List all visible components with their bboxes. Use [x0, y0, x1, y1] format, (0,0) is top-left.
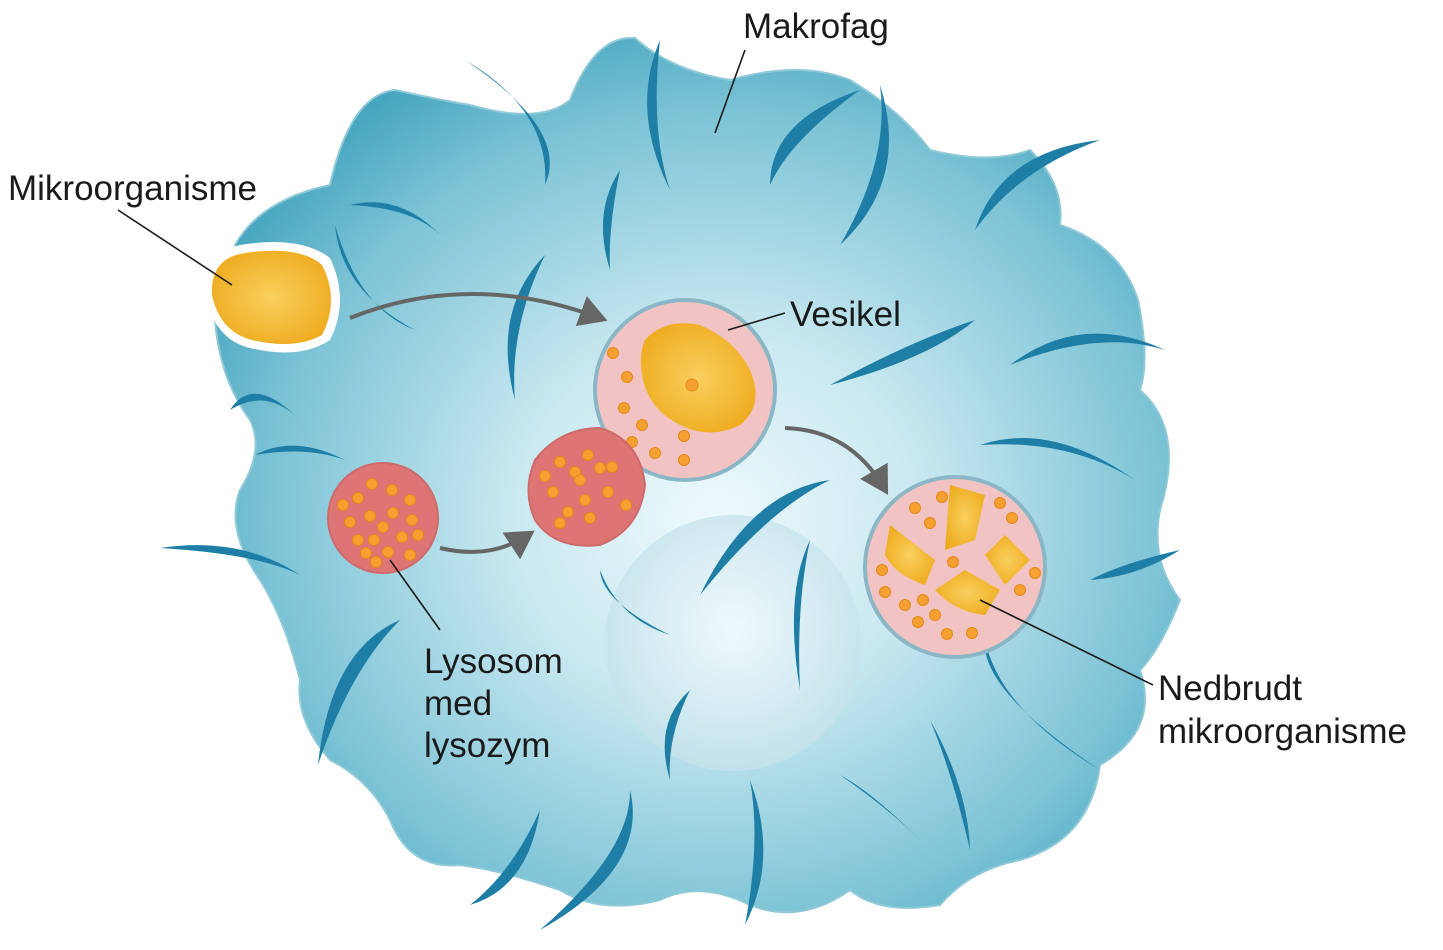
granule	[649, 447, 661, 459]
tendril-icon	[1010, 333, 1165, 365]
granule	[966, 627, 978, 639]
label-lysosome-1: Lysosom	[424, 642, 563, 681]
granule	[406, 514, 418, 526]
pseudopod-tendrils	[160, 40, 1180, 930]
granule	[936, 491, 948, 503]
granule	[924, 517, 936, 529]
granule	[352, 492, 364, 504]
tendril-icon	[830, 320, 975, 385]
arrow-engulf-to-vesicle	[349, 292, 608, 327]
granule	[678, 454, 690, 466]
granule	[606, 461, 618, 473]
label-degraded-2: mikroorganisme	[1158, 712, 1407, 751]
nucleus	[605, 515, 861, 771]
leader-microorganism	[117, 209, 233, 286]
tendril-icon	[540, 790, 633, 930]
granule	[579, 494, 591, 506]
tendril-icon	[840, 85, 889, 245]
granule	[1029, 567, 1041, 579]
label-degraded-1: Nedbrudt	[1158, 669, 1302, 708]
granule	[396, 531, 408, 543]
tendril-icon	[350, 202, 445, 240]
granule	[404, 549, 416, 561]
tendril-icon	[793, 540, 810, 690]
lysosome	[327, 462, 439, 574]
granule	[909, 502, 921, 514]
granule	[582, 449, 594, 461]
tendril-icon	[1090, 550, 1180, 580]
granule	[620, 499, 632, 511]
granule	[360, 547, 372, 559]
granule	[947, 556, 959, 568]
granule	[554, 517, 566, 529]
tendril-icon	[664, 690, 690, 780]
granule	[912, 616, 924, 628]
granule	[678, 430, 690, 442]
label-microorganism: Mikroorganisme	[8, 169, 257, 208]
granule	[539, 470, 551, 482]
granule	[607, 347, 619, 359]
granule	[584, 512, 596, 524]
granule	[1014, 584, 1026, 596]
leader-macrophage	[714, 49, 746, 134]
granule	[941, 628, 953, 640]
label-macrophage: Makrofag	[743, 7, 889, 46]
granule	[377, 521, 389, 533]
lysosome-fusing	[527, 426, 647, 547]
granule	[621, 371, 633, 383]
tendril-icon	[602, 170, 620, 270]
tendril-icon	[647, 40, 670, 190]
granule	[366, 478, 378, 490]
granule	[636, 419, 648, 431]
leader-vesicle	[727, 312, 786, 331]
granule	[994, 497, 1006, 509]
granule	[364, 510, 376, 522]
granule	[387, 507, 399, 519]
arrow-vesicle-to-degraded	[784, 426, 889, 495]
granule	[382, 546, 394, 558]
granule	[594, 462, 606, 474]
granule	[618, 402, 630, 414]
granule	[899, 599, 911, 611]
tendril-icon	[975, 140, 1100, 230]
tendril-icon	[980, 438, 1135, 480]
granule	[412, 529, 424, 541]
granule	[554, 456, 566, 468]
leader-degraded	[979, 599, 1154, 686]
granule	[1006, 512, 1018, 524]
degraded-microorganism	[863, 475, 1047, 659]
granule	[386, 484, 398, 496]
granule	[879, 586, 891, 598]
leader-lysosome	[389, 559, 441, 631]
vesicle	[593, 298, 777, 482]
granule	[929, 609, 941, 621]
tendril-icon	[465, 60, 550, 185]
granule	[562, 506, 574, 518]
granule	[602, 486, 614, 498]
granule	[917, 594, 929, 606]
arrow-lysosome-to-fusion	[439, 530, 535, 560]
granule	[370, 556, 382, 568]
tendril-icon	[507, 255, 545, 400]
granule	[404, 494, 416, 506]
label-vesicle: Vesikel	[790, 295, 901, 334]
tendril-icon	[770, 90, 860, 185]
granule	[574, 474, 586, 486]
label-lysosome-3: lysozym	[424, 726, 550, 765]
granule	[337, 499, 349, 511]
granule	[344, 516, 356, 528]
granule	[547, 486, 559, 498]
label-lysosome-2: med	[424, 684, 492, 723]
granule	[352, 534, 364, 546]
tendril-icon	[160, 545, 300, 575]
microorganism	[204, 241, 340, 353]
tendril-icon	[230, 393, 300, 420]
granule	[876, 564, 888, 576]
tendril-icon	[745, 780, 764, 925]
tendril-icon	[255, 445, 345, 460]
granule	[368, 534, 380, 546]
